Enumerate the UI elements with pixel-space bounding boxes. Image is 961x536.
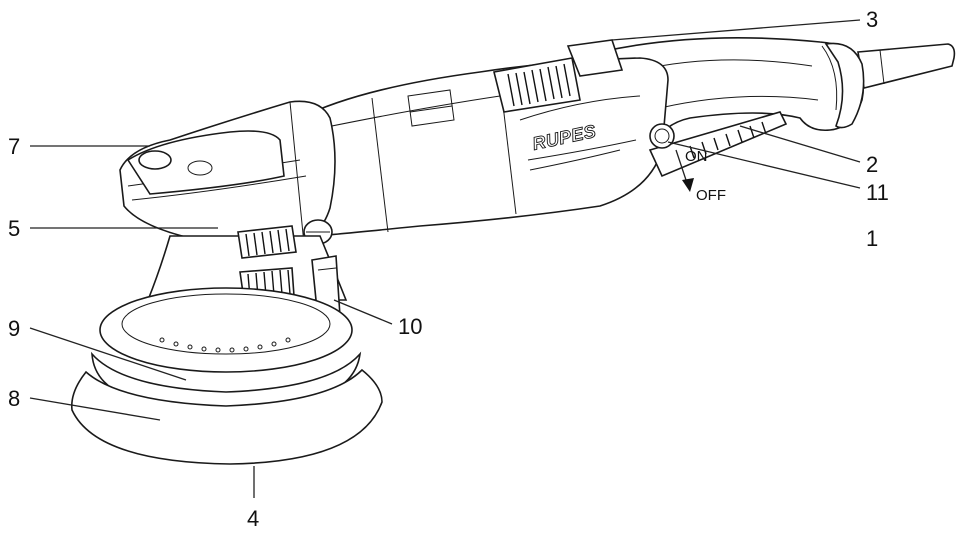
callout-5: 5: [8, 216, 20, 241]
power-cord: [857, 43, 956, 89]
callout-4: 4: [247, 506, 259, 531]
callout-7: 7: [8, 134, 20, 159]
polishing-pad: [70, 351, 383, 465]
lock-button: [649, 123, 675, 149]
motor-housing: [299, 57, 669, 237]
vent-holes: [159, 337, 291, 353]
backing-plate: [99, 287, 353, 373]
gear-head: [119, 100, 336, 247]
off-arrow-head: [682, 178, 694, 192]
callout-2: 2: [866, 152, 878, 177]
callout-8: 8: [8, 386, 20, 411]
switch-off-label: OFF: [696, 187, 726, 204]
leader-lines: [29, 19, 861, 498]
callout-11: 11: [866, 180, 889, 205]
callout-9: 9: [8, 316, 20, 341]
callout-1: 1: [866, 226, 878, 251]
speed-dial: [493, 39, 624, 113]
switch-on-label: ON: [685, 148, 708, 165]
callout-10: 10: [398, 314, 422, 339]
callout-3: 3: [866, 7, 878, 32]
